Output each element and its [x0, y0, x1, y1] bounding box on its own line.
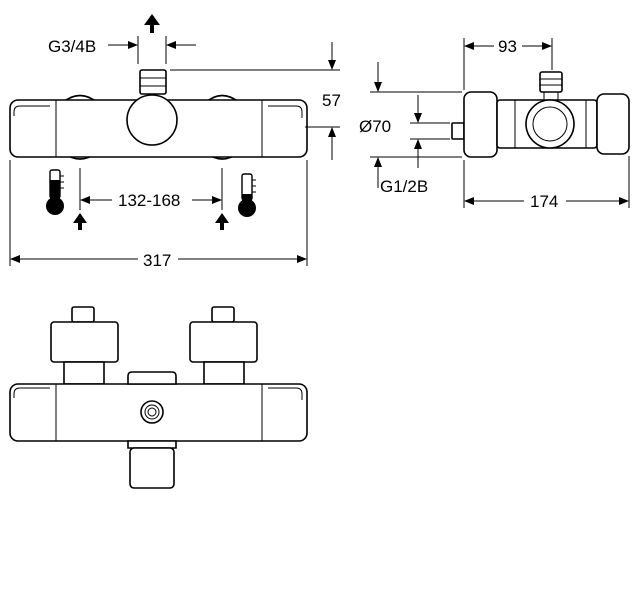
- side-width-label: 174: [530, 192, 558, 211]
- overall-width-dimension: 317: [9, 160, 308, 270]
- height-dimension: 57: [170, 42, 341, 160]
- overall-width-label: 317: [143, 251, 171, 270]
- outlet-thread-dimension: G3/4B: [48, 36, 196, 64]
- top-view: [9, 306, 308, 489]
- flow-arrow-icon: [144, 14, 160, 33]
- side-view: [451, 71, 630, 158]
- depth-label: 93: [498, 37, 517, 56]
- front-view: [9, 69, 308, 160]
- flow-arrow-icon: [215, 213, 229, 230]
- thermometer-hot-icon: [46, 169, 64, 215]
- inlet-thread-label: G1/2B: [380, 177, 428, 196]
- diameter-label: Ø70: [359, 117, 391, 136]
- inlet-thread-dimension: G1/2B: [380, 95, 450, 196]
- centres-dimension: 132-168: [79, 168, 223, 210]
- centres-label: 132-168: [118, 191, 180, 210]
- depth-dimension: 93: [463, 37, 553, 90]
- thermometer-cold-icon: [238, 173, 256, 217]
- height-label: 57: [322, 91, 341, 110]
- flow-arrow-icon: [73, 213, 87, 230]
- outlet-thread-label: G3/4B: [48, 37, 96, 56]
- diameter-dimension: Ø70: [359, 62, 462, 188]
- side-width-dimension: 174: [463, 156, 630, 211]
